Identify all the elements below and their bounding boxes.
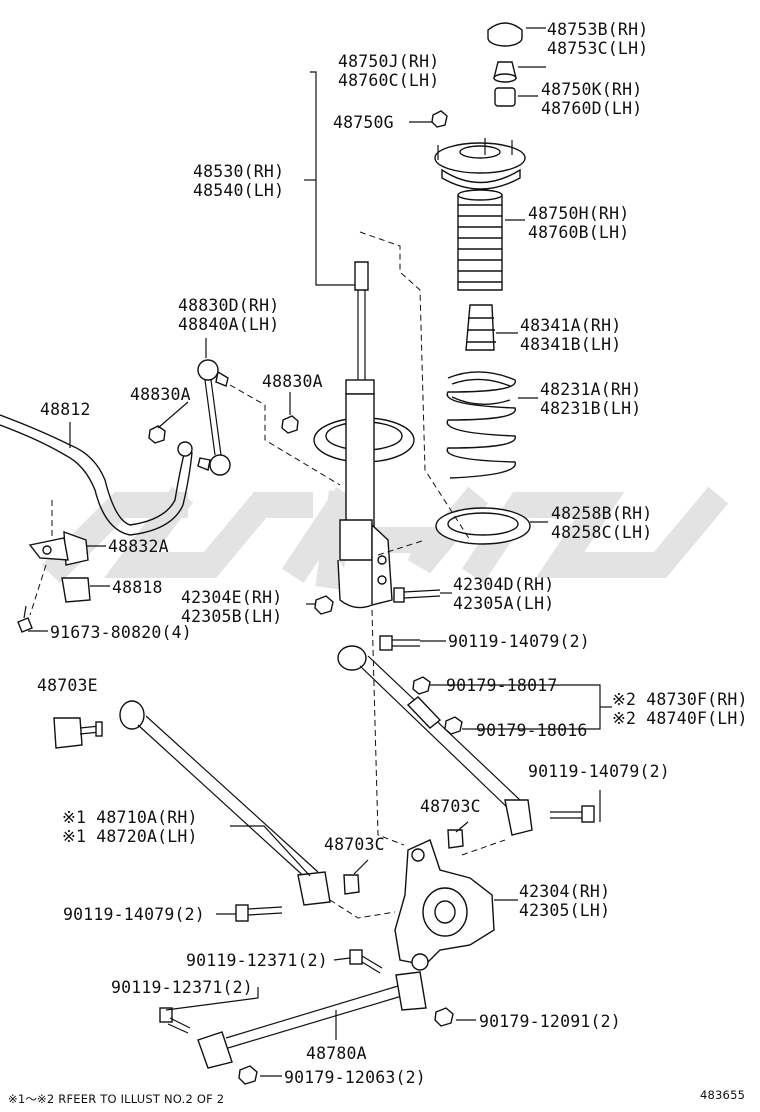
bolt-90119-top bbox=[379, 635, 420, 651]
callout-42304e: 42304E(RH) 42305B(LH) bbox=[181, 588, 283, 626]
strut-nut bbox=[493, 61, 517, 83]
mount-nut-small bbox=[431, 110, 448, 128]
callout-42304: 42304(RH) 42305(LH) bbox=[519, 882, 611, 920]
callout-48341a: 48341A(RH) 48341B(LH) bbox=[520, 316, 622, 354]
callout-48530: 48530(RH) 48540(LH) bbox=[193, 162, 285, 200]
callout-48750h: 48750H(RH) 48760B(LH) bbox=[528, 204, 630, 242]
callout-48703c-upper: 48703C bbox=[420, 797, 481, 816]
callout-48818: 48818 bbox=[112, 578, 163, 597]
callout-90119-12371-a: 90119-12371(2) bbox=[186, 951, 328, 970]
callout-48231a: 48231A(RH) 48231B(LH) bbox=[540, 380, 642, 418]
callout-90179-12091: 90179-12091(2) bbox=[479, 1012, 621, 1031]
callout-48750k: 48750K(RH) 48760D(LH) bbox=[541, 80, 643, 118]
callout-48780a: 48780A bbox=[306, 1044, 367, 1063]
upper-mount-cap bbox=[487, 22, 523, 47]
spring-seat-insulator bbox=[435, 507, 531, 545]
rear-axle-carrier bbox=[394, 839, 495, 971]
callout-90179-18017: 90179-18017 bbox=[446, 676, 558, 695]
leader-lines bbox=[28, 27, 612, 1077]
alignment-guide-lines bbox=[29, 231, 506, 919]
callout-48710a: ※1 48710A(RH) ※1 48720A(LH) bbox=[62, 808, 198, 846]
strut-assembly bbox=[313, 261, 415, 609]
strut-nut-42304e bbox=[314, 595, 334, 615]
nut-90179-12063 bbox=[238, 1065, 258, 1085]
callout-90179-18016: 90179-18016 bbox=[476, 721, 588, 740]
callout-48830a-right: 48830A bbox=[262, 372, 323, 391]
callout-48258b: 48258B(RH) 48258C(LH) bbox=[551, 504, 653, 542]
bushing-48703e bbox=[53, 717, 103, 749]
dust-boot bbox=[457, 189, 503, 291]
callout-91673: 91673-80820(4) bbox=[50, 623, 192, 642]
bolt-90119-12371-b bbox=[159, 1007, 191, 1034]
stabilizer-bar bbox=[0, 414, 193, 536]
callout-48703c-lower: 48703C bbox=[324, 835, 385, 854]
strut-bushing bbox=[494, 87, 516, 107]
callout-48753b: 48753B(RH) 48753C(LH) bbox=[547, 20, 649, 58]
bump-stopper bbox=[465, 304, 496, 351]
callout-48730f: ※2 48730F(RH) ※2 48740F(LH) bbox=[612, 690, 748, 728]
bushing-48703c-lower bbox=[343, 874, 360, 895]
nut-90179-12091 bbox=[434, 1007, 454, 1027]
rear-lower-arm-no1 bbox=[119, 700, 331, 906]
stabilizer-nut-a bbox=[148, 425, 166, 444]
callout-48750g: 48750G bbox=[333, 113, 394, 132]
stabilizer-link bbox=[197, 359, 231, 476]
coil-spring bbox=[446, 371, 516, 479]
strut-rod-48780a bbox=[197, 971, 427, 1069]
callout-90119-right: 90119-14079(2) bbox=[528, 762, 670, 781]
callout-90119-left: 90119-14079(2) bbox=[63, 905, 205, 924]
callout-90179-12063: 90179-12063(2) bbox=[284, 1068, 426, 1087]
callout-48750j: 48750J(RH) 48760C(LH) bbox=[338, 52, 440, 90]
bolt-90119-left bbox=[235, 904, 283, 922]
callout-48830a-left: 48830A bbox=[130, 385, 191, 404]
bolt-90119-right bbox=[550, 805, 595, 823]
bushing-48703c-upper bbox=[447, 829, 464, 849]
callout-90119-top: 90119-14079(2) bbox=[448, 632, 590, 651]
callout-48812: 48812 bbox=[40, 400, 91, 419]
callout-48830d: 48830D(RH) 48840A(LH) bbox=[178, 296, 280, 334]
bolt-91673 bbox=[17, 605, 33, 633]
callout-48703e: 48703E bbox=[37, 676, 98, 695]
callout-42304d: 42304D(RH) 42305A(LH) bbox=[453, 575, 555, 613]
callout-48832a: 48832A bbox=[108, 537, 169, 556]
callout-90119-12371-b: 90119-12371(2) bbox=[111, 978, 253, 997]
nut-90179-18017 bbox=[412, 676, 431, 695]
strut-upper-mount bbox=[434, 138, 526, 190]
rear-upper-arm bbox=[337, 645, 533, 836]
stabilizer-nut-b bbox=[281, 415, 299, 434]
nut-90179-18016 bbox=[444, 716, 463, 735]
illustration-id: 483655 bbox=[700, 1088, 746, 1102]
stabilizer-bracket bbox=[28, 537, 69, 561]
bushing-holder bbox=[61, 577, 91, 603]
strut-bolt-42304d bbox=[393, 587, 441, 603]
footnote: ※1～※2 RFEER TO ILLUST NO.2 OF 2 bbox=[8, 1092, 225, 1106]
bolt-90119-12371-a bbox=[349, 949, 383, 974]
